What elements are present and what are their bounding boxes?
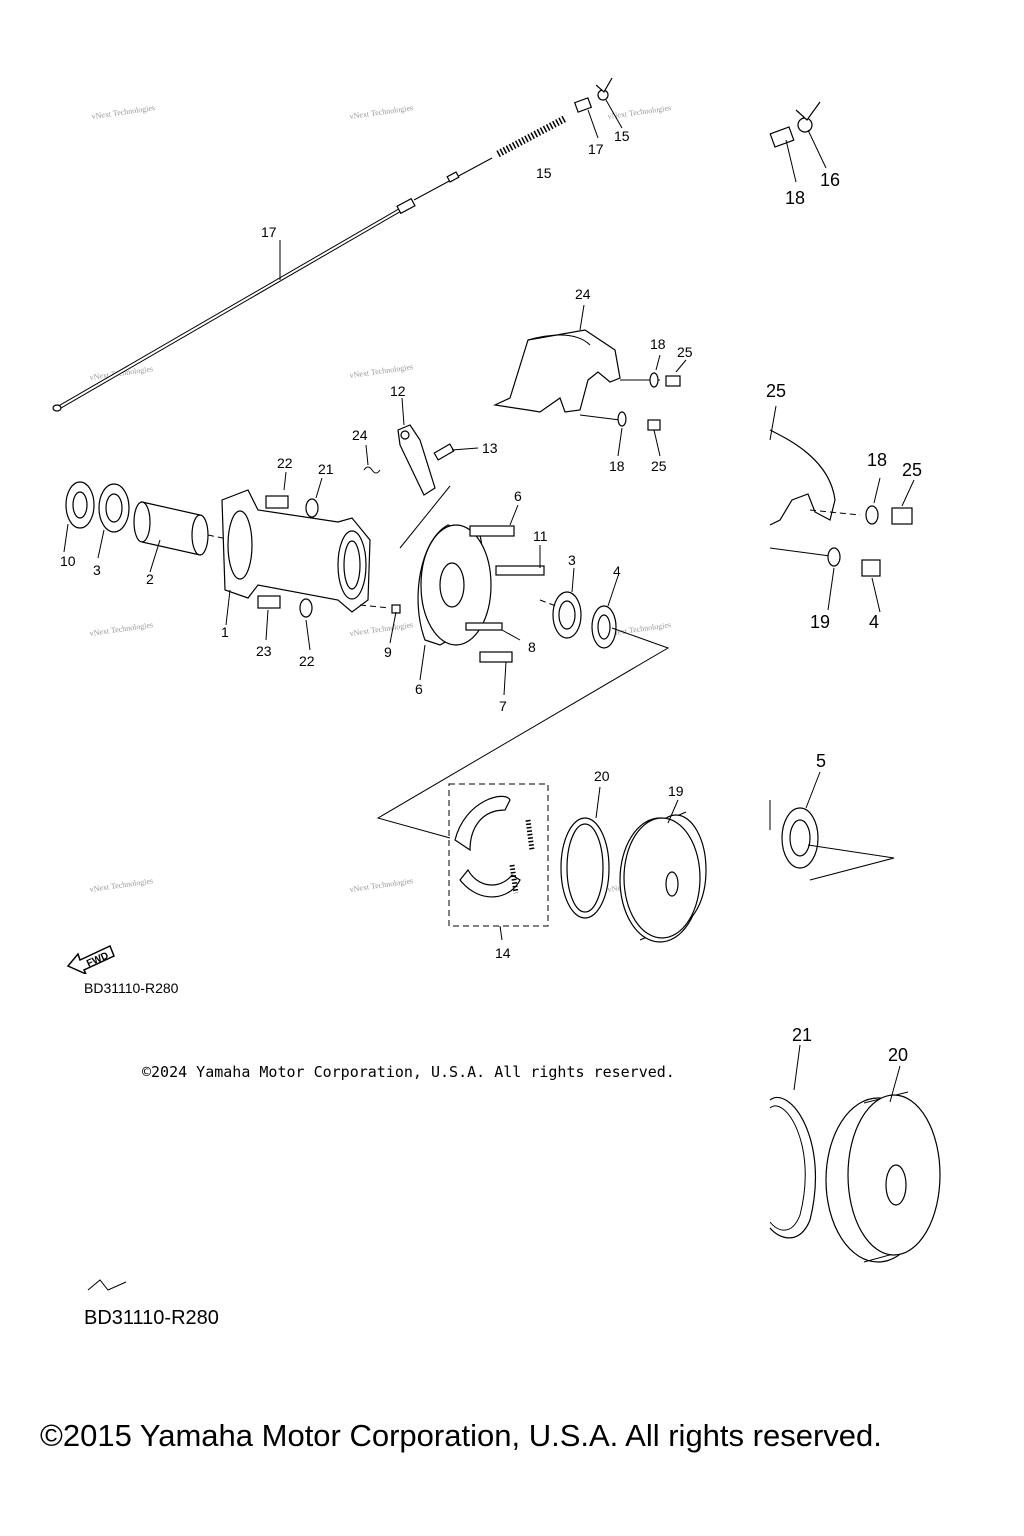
callout: 21 [792, 1025, 812, 1045]
callout: 20 [888, 1045, 908, 1065]
adjuster-top [573, 77, 623, 139]
fwd-arrow-icon: FWD [66, 944, 115, 974]
callout: 18 [650, 336, 666, 352]
callout: 25 [677, 344, 693, 360]
callout: 18 [867, 450, 887, 470]
callout: 19 [668, 783, 684, 799]
callout: 17 [588, 141, 604, 157]
callout: 15 [614, 128, 630, 144]
callout: 4 [613, 563, 621, 579]
callout: 2 [146, 571, 154, 587]
watermark: vNext Technologies [349, 103, 414, 121]
callout: 15 [536, 165, 552, 181]
callout: 17 [261, 224, 277, 240]
callout: 10 [60, 553, 76, 569]
brake-shoes [448, 783, 549, 941]
callout: 20 [594, 768, 610, 784]
callout: 6 [514, 488, 522, 504]
axle-housing [221, 489, 371, 626]
brake-cable [52, 114, 568, 412]
callout: 22 [299, 653, 315, 669]
watermark: vNext Technologies [89, 620, 154, 638]
callout: 22 [277, 455, 293, 471]
callout: 19 [810, 612, 830, 632]
callout: 21 [318, 461, 334, 477]
washers-bolts-upper [617, 354, 687, 457]
callout: 1 [221, 624, 229, 640]
callouts-large: 5 16 18 18 19 20 21 25 25 4 [766, 170, 922, 1065]
brake-cover-zoom [769, 405, 915, 613]
seal-zoom [769, 771, 895, 881]
callout: 4 [869, 612, 879, 632]
brake-cover [492, 304, 660, 421]
watermark: vNext Technologies [349, 362, 414, 380]
callout: 25 [651, 458, 667, 474]
copyright-notice-large: ©2015 Yamaha Motor Corporation, U.S.A. A… [40, 1418, 882, 1453]
callout: 14 [495, 945, 511, 961]
callout: 11 [533, 528, 548, 544]
callout: 7 [499, 698, 507, 714]
callout: 5 [816, 751, 826, 771]
watermark: vNext Technologies [607, 620, 672, 638]
drum-zoom [769, 1044, 945, 1265]
diagram-code-large: BD31110-R280 [84, 1307, 219, 1329]
callout: 16 [820, 170, 840, 190]
callout: 18 [609, 458, 625, 474]
callout: 6 [415, 681, 423, 697]
callout: 24 [352, 427, 368, 443]
callout: 24 [575, 286, 591, 302]
housing-bolts [257, 471, 323, 651]
watermark: vNext Technologies [89, 876, 154, 894]
diagram-code: BD31110-R280 [84, 980, 179, 996]
callout: 8 [528, 639, 536, 655]
fwd-label: FWD [85, 950, 110, 969]
callout: 13 [482, 440, 498, 456]
left-bearings [63, 481, 233, 573]
watermark: vNext Technologies [91, 103, 156, 121]
callout: 9 [384, 644, 392, 660]
callout: 3 [93, 562, 101, 578]
callout: 18 [785, 188, 805, 208]
callouts: 1 2 3 3 4 6 6 7 8 9 10 11 12 13 14 15 15… [60, 128, 693, 961]
watermark: vNext Technologies [349, 876, 414, 894]
brake-drum [560, 786, 707, 943]
callout: 25 [766, 381, 786, 401]
brake-lever [363, 397, 479, 549]
brake-plate [359, 504, 619, 696]
fwd-arrow-partial-icon [87, 1279, 127, 1291]
callout: 23 [256, 643, 272, 659]
adjuster-top-right [769, 101, 827, 183]
callout: 25 [902, 460, 922, 480]
callout: 3 [568, 552, 576, 568]
callout: 12 [390, 383, 406, 399]
copyright-notice: ©2024 Yamaha Motor Corporation, U.S.A. A… [142, 1063, 675, 1081]
watermark: vNext Technologies [349, 620, 414, 638]
